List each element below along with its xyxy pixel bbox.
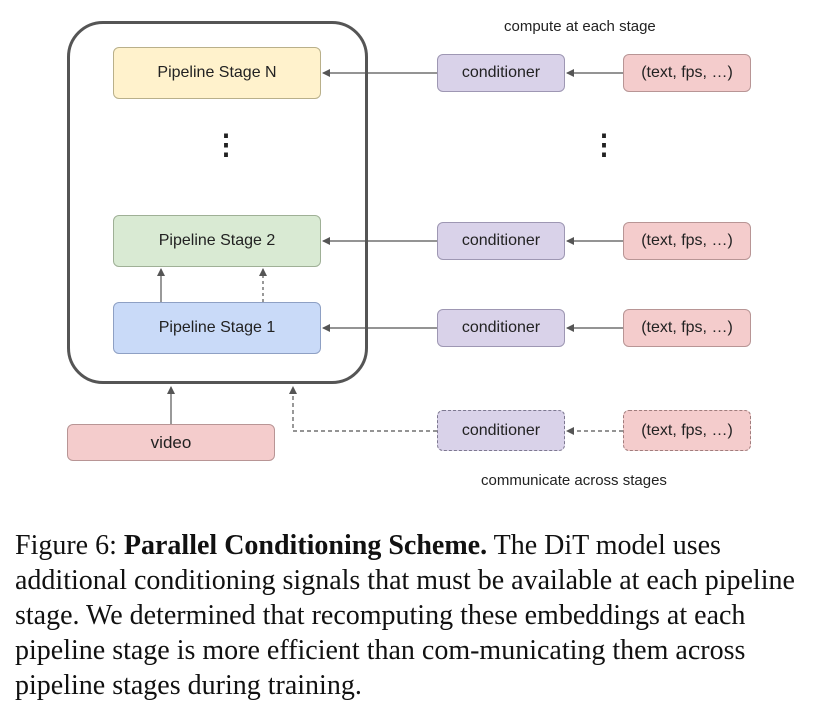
signal-stage-1: (text, fps, …) [623,309,751,347]
arrows-layer [157,69,623,435]
stage-ellipsis: ⋮ [212,129,240,160]
diagram: compute at each stage Pipeline Stage N ⋮… [67,18,751,489]
pipeline-stage-1: Pipeline Stage 1 [113,302,321,354]
caption-prefix: Figure 6: [15,530,124,561]
communicate-label: communicate across stages [481,472,667,489]
conditioner-stage-n: conditioner [437,54,565,92]
conditioner-stage-2: conditioner [437,222,565,260]
pipeline-container [67,21,368,384]
conditioner-communicate: conditioner [437,410,565,451]
compute-label: compute at each stage [504,18,656,35]
caption-title: Parallel Conditioning Scheme. [123,530,488,561]
signal-communicate: (text, fps, …) [623,410,751,451]
conditioner-stage-1: conditioner [437,309,565,347]
video-input: video [67,424,275,461]
signal-stage-2: (text, fps, …) [623,222,751,260]
conditioner-ellipsis: ⋮ [590,129,618,160]
figure-caption: Figure 6: Parallel Conditioning Scheme. … [15,528,805,703]
pipeline-stage-n: Pipeline Stage N [113,47,321,99]
pipeline-stage-2: Pipeline Stage 2 [113,215,321,267]
arrow-conditioner-to-pipeline-communicate [289,386,437,432]
signal-stage-n: (text, fps, …) [623,54,751,92]
caption-body: The DiT model uses additional conditioni… [15,530,795,701]
